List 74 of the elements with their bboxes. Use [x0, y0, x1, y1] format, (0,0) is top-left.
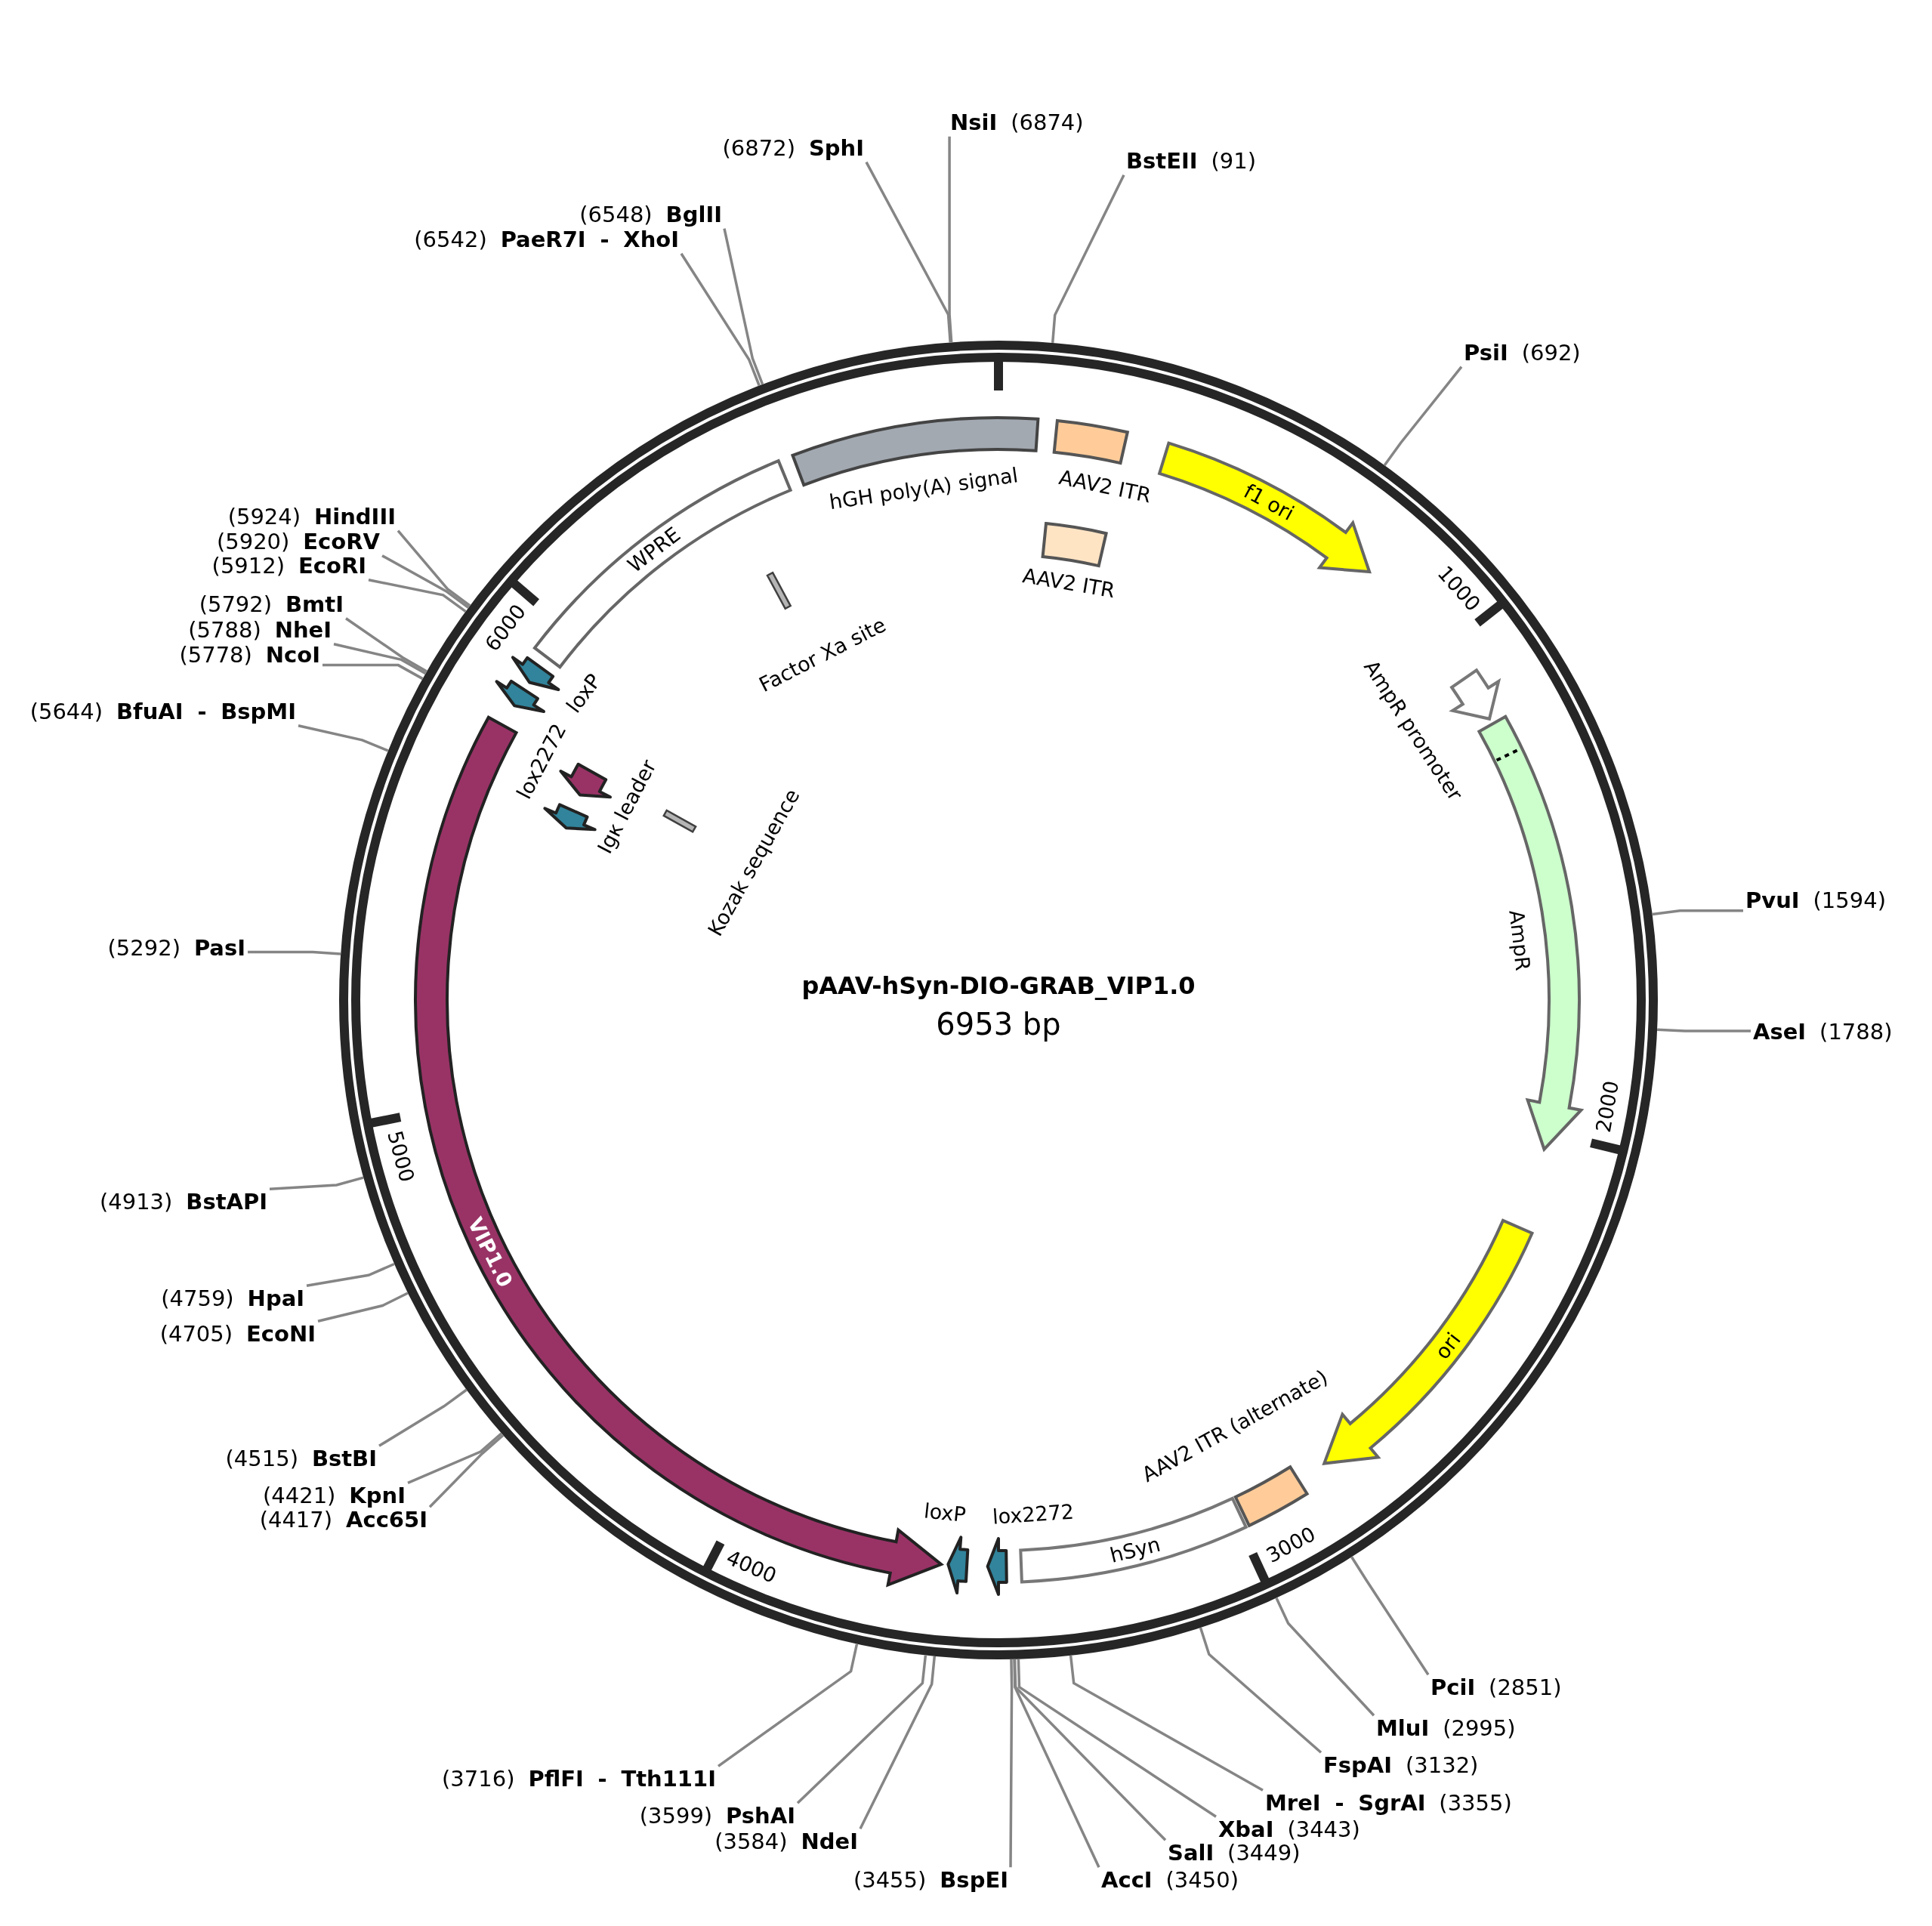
- restriction-site-label: (4705) EcoNI: [157, 1321, 318, 1348]
- restriction-site-label: (3584) NdeI: [712, 1829, 860, 1856]
- restriction-site-label: (3599) PshAI: [637, 1803, 798, 1830]
- leader-line: [333, 643, 427, 675]
- leader-line: [323, 663, 424, 681]
- plasmid-size: 6953 bp: [936, 1007, 1061, 1042]
- directional-feature: [1475, 712, 1585, 1153]
- feature-label: AAV2 ITR: [1057, 466, 1153, 508]
- tick-label: 5000: [384, 1128, 418, 1185]
- leader-line: [680, 252, 761, 387]
- restriction-site-label: (5778) NcoI: [177, 642, 323, 669]
- leader-line: [345, 617, 427, 673]
- leader-line: [1383, 366, 1463, 467]
- feature-label: lox2272: [992, 1500, 1076, 1529]
- restriction-site-label: (3716) PflFI - Tth111I: [440, 1766, 718, 1793]
- restriction-site-label: PciI (2851): [1428, 1674, 1564, 1702]
- leader-line: [1009, 1659, 1014, 1868]
- restriction-site-label: (4759) HpaI: [159, 1286, 307, 1313]
- restriction-site-label: (4913) BstAPI: [97, 1189, 270, 1216]
- restriction-site-label: BstEII (91): [1124, 148, 1259, 175]
- leader-line: [248, 950, 341, 955]
- restriction-site-label: (5292) PasI: [105, 935, 248, 962]
- feature-label: loxP: [922, 1499, 967, 1526]
- leader-line: [368, 579, 467, 613]
- leader-line: [397, 529, 471, 607]
- restriction-site-label: (5924) HindIII: [225, 504, 398, 531]
- restriction-site-label: AseI (1788): [1751, 1019, 1895, 1046]
- leader-line: [1275, 1597, 1375, 1717]
- leader-line: [1350, 1556, 1430, 1676]
- tick-label: 4000: [724, 1546, 780, 1587]
- leader-line: [269, 1176, 364, 1191]
- leader-line: [796, 1655, 927, 1804]
- restriction-site-label: AccI (3450): [1099, 1867, 1241, 1894]
- leader-line: [718, 1644, 859, 1767]
- feature-label: AAV2 ITR: [1021, 563, 1117, 602]
- restriction-site-label: (6872) SphI: [720, 135, 866, 162]
- plasmid-name: pAAV-hSyn-DIO-GRAB_VIP1.0: [801, 971, 1196, 1000]
- restriction-site-label: MreI - SgrAI (3355): [1263, 1790, 1514, 1817]
- restriction-site-label: (5644) BfuAI - BspMI: [27, 699, 298, 726]
- leader-line: [378, 1388, 468, 1447]
- leader-line: [948, 136, 953, 343]
- feature-label: ori: [1430, 1329, 1465, 1364]
- restriction-site-label: (5792) BmtI: [196, 591, 346, 619]
- leader-line: [1199, 1627, 1322, 1754]
- leader-line: [298, 724, 389, 752]
- leader-line: [1652, 909, 1743, 916]
- feature-label: hSyn: [1108, 1532, 1163, 1567]
- tick-label: 2000: [1592, 1079, 1622, 1134]
- leader-line: [1657, 1028, 1751, 1032]
- feature-label: f1 ori: [1239, 480, 1298, 525]
- leader-line: [1051, 174, 1125, 344]
- leader-line: [723, 228, 764, 385]
- restriction-site-label: (5788) NheI: [186, 617, 334, 644]
- leader-line: [317, 1292, 409, 1323]
- leader-line: [1013, 1659, 1100, 1869]
- restriction-site-label: MluI (2995): [1374, 1715, 1518, 1742]
- leader-line: [306, 1262, 395, 1288]
- feature-label: hGH poly(A) signal: [828, 464, 1020, 514]
- restriction-site-label: (6542) PaeR7I - XhoI: [412, 227, 681, 254]
- restriction-site-label: (4515) BstBI: [223, 1446, 379, 1473]
- restriction-site-label: NsiI (6874): [948, 110, 1086, 137]
- restriction-site-label: (6548) BglII: [577, 202, 724, 229]
- leader-line: [428, 1434, 505, 1508]
- feature-label: AmpR: [1505, 909, 1534, 973]
- restriction-site-label: FspAI (3132): [1321, 1752, 1481, 1779]
- leader-line: [1017, 1659, 1217, 1818]
- restriction-site-label: PvuI (1594): [1743, 887, 1888, 915]
- restriction-site-label: (3455) BspEI: [850, 1867, 1011, 1894]
- restriction-site-label: PsiI (692): [1461, 340, 1583, 367]
- leader-line: [859, 1656, 937, 1830]
- leader-line: [865, 161, 952, 343]
- leader-line: [1069, 1655, 1264, 1792]
- leader-line: [407, 1432, 503, 1484]
- leader-line: [381, 554, 470, 609]
